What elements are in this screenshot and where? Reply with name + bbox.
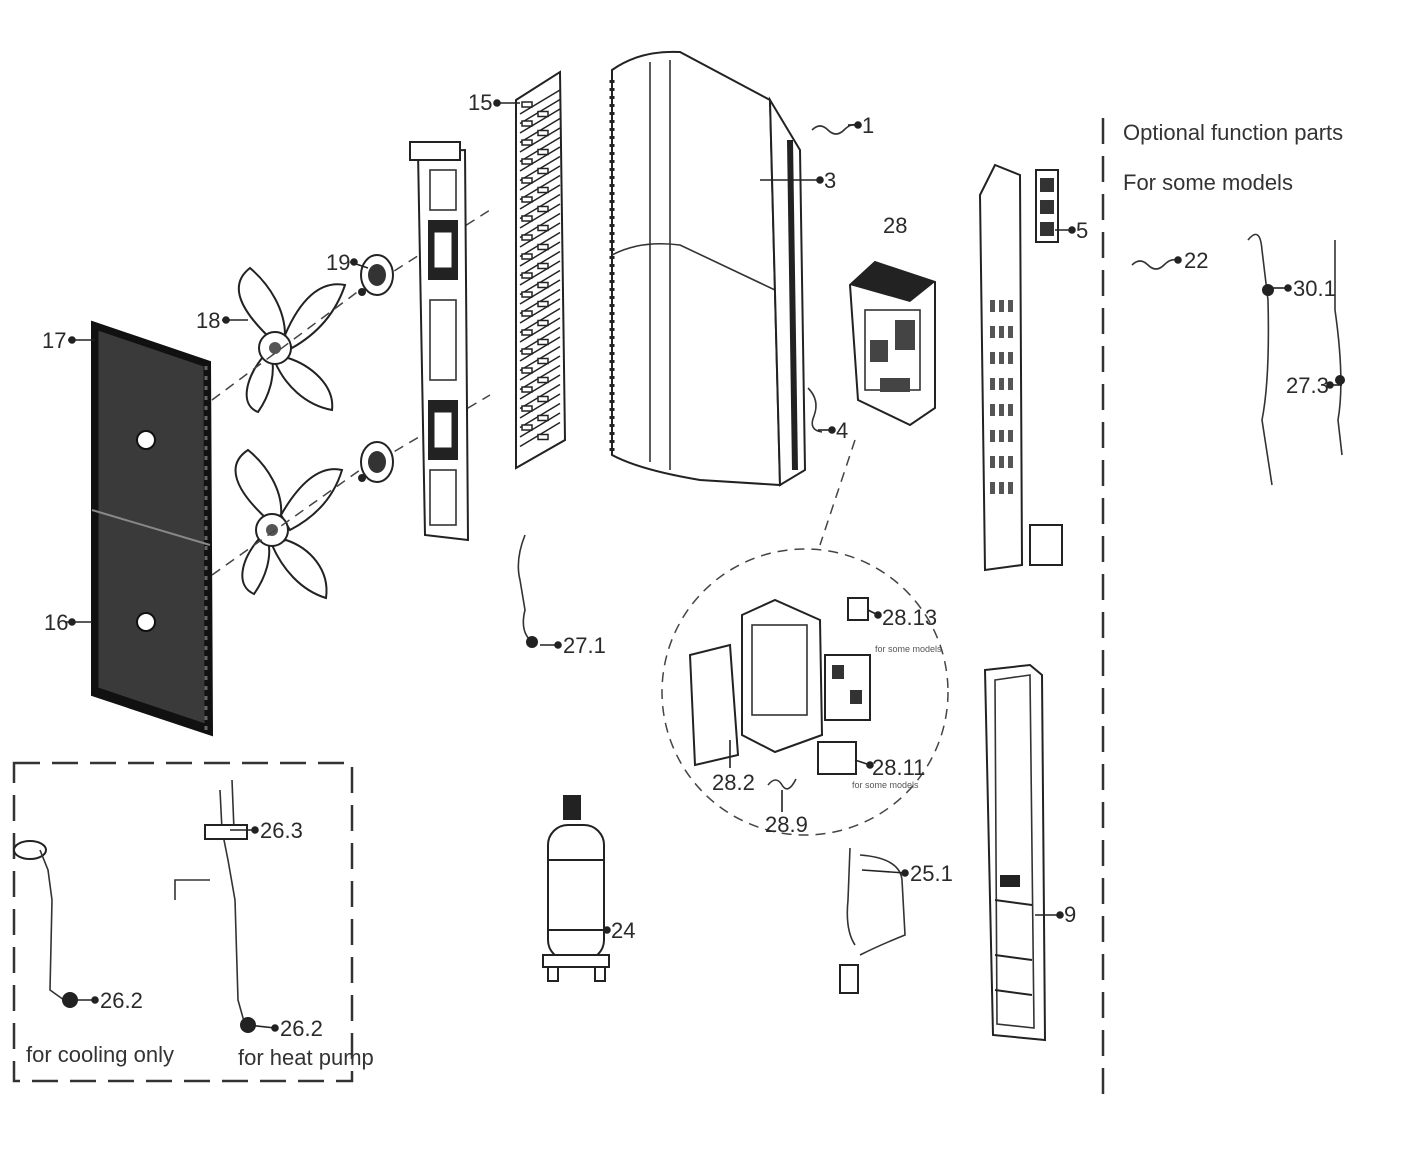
optional-pipe-assembly <box>1247 233 1345 486</box>
label-26-3: 26.3 <box>260 818 303 843</box>
condenser-coil <box>515 70 567 470</box>
note-cooling-only: for cooling only <box>26 1042 174 1067</box>
label-27-1: 27.1 <box>563 633 606 658</box>
part-1-wire <box>811 123 859 135</box>
note-heat-pump: for heat pump <box>238 1045 374 1070</box>
assembly-guide-lines <box>211 209 856 576</box>
valve-options-box <box>12 761 354 1083</box>
label-17: 17 <box>42 328 66 353</box>
label-25-1: 25.1 <box>910 861 953 886</box>
label-9: 9 <box>1064 902 1076 927</box>
label-18: 18 <box>196 308 220 333</box>
fan-motor-upper <box>358 254 394 296</box>
motor-bracket <box>409 141 470 542</box>
part-25-1-sensor <box>839 847 906 994</box>
front-grille-assembly <box>91 320 214 737</box>
part-5-bracket <box>1035 169 1059 243</box>
label-3: 3 <box>824 168 836 193</box>
side-plate <box>978 163 1063 572</box>
electric-box-exploded <box>688 597 871 790</box>
label-4: 4 <box>836 418 848 443</box>
fan-blade-lower <box>234 448 344 600</box>
cabinet-panel <box>609 50 807 487</box>
label-28-11: 28.11 <box>872 755 925 780</box>
label-28-13: 28.13 <box>882 605 937 630</box>
label-26-2-cooling: 26.2 <box>100 988 143 1013</box>
label-24: 24 <box>611 918 635 943</box>
valve-heat-pump <box>174 779 256 1033</box>
electric-box-detail-circle <box>661 548 949 836</box>
label-15: 15 <box>468 90 492 115</box>
front-panel <box>983 663 1047 1042</box>
optional-title: Optional function parts <box>1123 120 1343 145</box>
pipe-27-1 <box>517 534 538 648</box>
part-4-wire <box>807 387 823 433</box>
compressor <box>542 795 610 982</box>
label-28-2: 28.2 <box>712 770 755 795</box>
label-22: 22 <box>1184 248 1208 273</box>
electric-control-box <box>848 260 936 427</box>
note-some-models-28-11: for some models <box>852 780 919 790</box>
valve-cooling-only <box>13 840 78 1008</box>
label-27-3: 27.3 <box>1286 373 1329 398</box>
fan-blade-upper <box>238 266 347 414</box>
label-19: 19 <box>326 250 350 275</box>
label-28-9: 28.9 <box>765 812 808 837</box>
optional-subtitle: For some models <box>1123 170 1293 195</box>
label-28: 28 <box>883 213 907 238</box>
label-16: 16 <box>44 610 68 635</box>
label-1: 1 <box>862 113 874 138</box>
fan-motor-lower <box>358 441 394 483</box>
label-5: 5 <box>1076 218 1088 243</box>
note-some-models-28-13: for some models <box>875 644 942 654</box>
part-22-wire <box>1131 258 1179 270</box>
label-26-2-heat: 26.2 <box>280 1016 323 1041</box>
leader-lines <box>65 99 1342 1032</box>
label-30-1: 30.1 <box>1293 276 1336 301</box>
